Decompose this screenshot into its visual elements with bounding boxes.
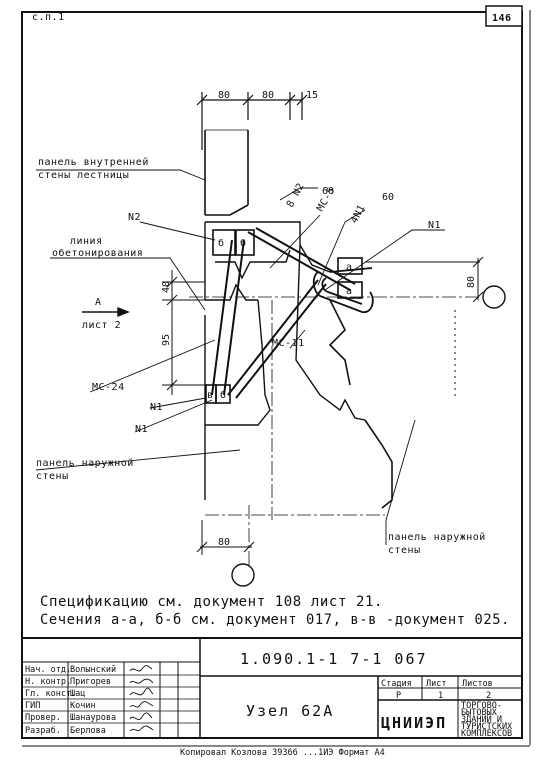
node-title: Узел 62А — [246, 702, 334, 720]
drawing-labels: 80 80 15 80 40 95 80 панель внутренней с… — [36, 90, 486, 556]
name-3: Кочин — [70, 701, 96, 711]
dim-left-2: 95 — [161, 334, 172, 346]
organization-subtitle: ТОРГОВО- БЫТОВЫХ ЗДАНИЙ И ТУРИСТСКИХ КОМ… — [461, 701, 513, 739]
right-bracket — [312, 267, 374, 313]
label-an1-val: 60 — [382, 192, 394, 203]
name-4: Шанаурова — [70, 713, 116, 723]
dim-left-1: 40 — [161, 281, 172, 293]
label-n2: N2 — [128, 212, 141, 223]
page-number: 146 — [492, 13, 512, 24]
sheet-organization-subtitle-1: БЫТОВЫХ — [461, 708, 498, 718]
stage-table: Стадия Лист Листов Р 1 2 — [381, 679, 493, 701]
inner-wall-panel — [204, 129, 249, 216]
label-inner-wall-1: панель внутренней — [38, 156, 149, 168]
mark-a-upper: а — [346, 262, 353, 273]
stage-value-2: 2 — [486, 691, 491, 701]
note-line-2: Сечения а-а, б-б см. документ 017, в-в -… — [40, 612, 510, 628]
label-n1-right: N1 — [428, 220, 441, 231]
label-n1-a: N1 — [150, 402, 163, 413]
main-drawing — [35, 92, 506, 587]
label-section-sheet: лист 2 — [82, 320, 121, 331]
sheet-organization-subtitle-0: ТОРГОВО- — [461, 701, 502, 711]
role-4: Провер. — [25, 713, 61, 723]
title-block-roles: Нач. отд. Н. контр. Гл. конст. ГИП Прове… — [25, 665, 76, 736]
role-5: Разраб. — [25, 725, 61, 736]
label-outer-wall-right-1: панель наружной — [388, 531, 486, 543]
label-outer-wall-left-1: панель наружной — [36, 457, 134, 469]
mark-v-left: в — [207, 390, 214, 401]
axis-marker-right — [482, 285, 506, 309]
dim-bottom-value: 80 — [218, 537, 230, 548]
label-mc11: МС-11 — [272, 338, 305, 349]
mark-b-left: б — [218, 237, 225, 249]
sheet-organization-subtitle-3: ТУРИСТСКИХ — [461, 722, 513, 732]
role-0: Нач. отд. — [25, 665, 71, 675]
note-line-1: Спецификацию см. документ 108 лист 21. — [40, 594, 383, 610]
sheet-frame — [21, 5, 531, 747]
title-block-signatures — [129, 665, 154, 732]
label-outer-wall-left-2: стены — [36, 471, 69, 482]
stage-header-1: Лист — [426, 679, 446, 689]
label-inner-wall-2: стены лестницы — [38, 170, 129, 181]
stage-header-0: Стадия — [381, 679, 412, 689]
role-3: ГИП — [25, 701, 40, 711]
name-5: Берлова — [70, 726, 106, 736]
label-n2-60-val: 60 — [322, 186, 334, 197]
label-concrete-2: обетонирования — [52, 247, 143, 259]
sheet-organization-subtitle-2: ЗДАНИЙ И — [461, 713, 502, 725]
organization-logo: ЦНИИЭП — [381, 714, 447, 732]
name-2: Шац — [70, 689, 85, 699]
name-1: Пригорев — [70, 677, 111, 687]
label-concrete-1: линия — [70, 236, 103, 247]
label-outer-wall-right-2: стены — [388, 545, 421, 556]
role-1: Н. контр. — [25, 677, 71, 687]
name-0: Волынский — [70, 665, 116, 675]
dim-right-value: 80 — [466, 276, 477, 288]
document-code: 1.090.1-1 7-1 067 — [240, 650, 428, 668]
bottom-copy-strip: Копировал Козлова 39366 ...1ИЭ Формат А4 — [180, 748, 385, 758]
mark-b-right: б — [240, 237, 247, 249]
label-an1: 4N1 — [349, 203, 368, 225]
stage-header-2: Листов — [462, 679, 493, 689]
outer-wall-right — [328, 299, 393, 509]
concrete-outline — [204, 221, 366, 500]
dim-top-2: 80 — [262, 90, 274, 101]
dim-bottom — [196, 520, 255, 555]
dim-top-1: 80 — [218, 90, 230, 101]
title-block — [22, 637, 522, 738]
mark-v-right: б — [220, 389, 227, 401]
stage-value-0: Р — [396, 691, 401, 701]
sheet-organization-subtitle-4: КОМПЛЕКСОВ — [461, 729, 512, 739]
axis-marker-bottom — [231, 563, 255, 587]
stage-value-1: 1 — [438, 691, 443, 701]
mark-a-lower: а — [346, 286, 353, 297]
dim-right — [365, 256, 484, 400]
title-block-names: Волынский Пригорев Шац Кочин Шанаурова Б… — [70, 665, 116, 736]
label-n1-b: N1 — [135, 424, 148, 435]
label-section-a: А — [95, 297, 102, 308]
axes — [189, 296, 480, 565]
embedded-parts — [205, 229, 363, 404]
corner-stamp: с.п.1 — [32, 12, 65, 23]
role-2: Гл. конст. — [25, 689, 76, 699]
label-mc24: МС-24 — [92, 382, 125, 393]
tie-rods — [211, 227, 356, 399]
dim-chain-top — [196, 92, 308, 150]
dim-top-3: 15 — [306, 90, 318, 101]
leaders — [35, 169, 445, 545]
section-arrow-a — [82, 306, 130, 318]
notes: Спецификацию см. документ 108 лист 21. С… — [40, 594, 510, 628]
